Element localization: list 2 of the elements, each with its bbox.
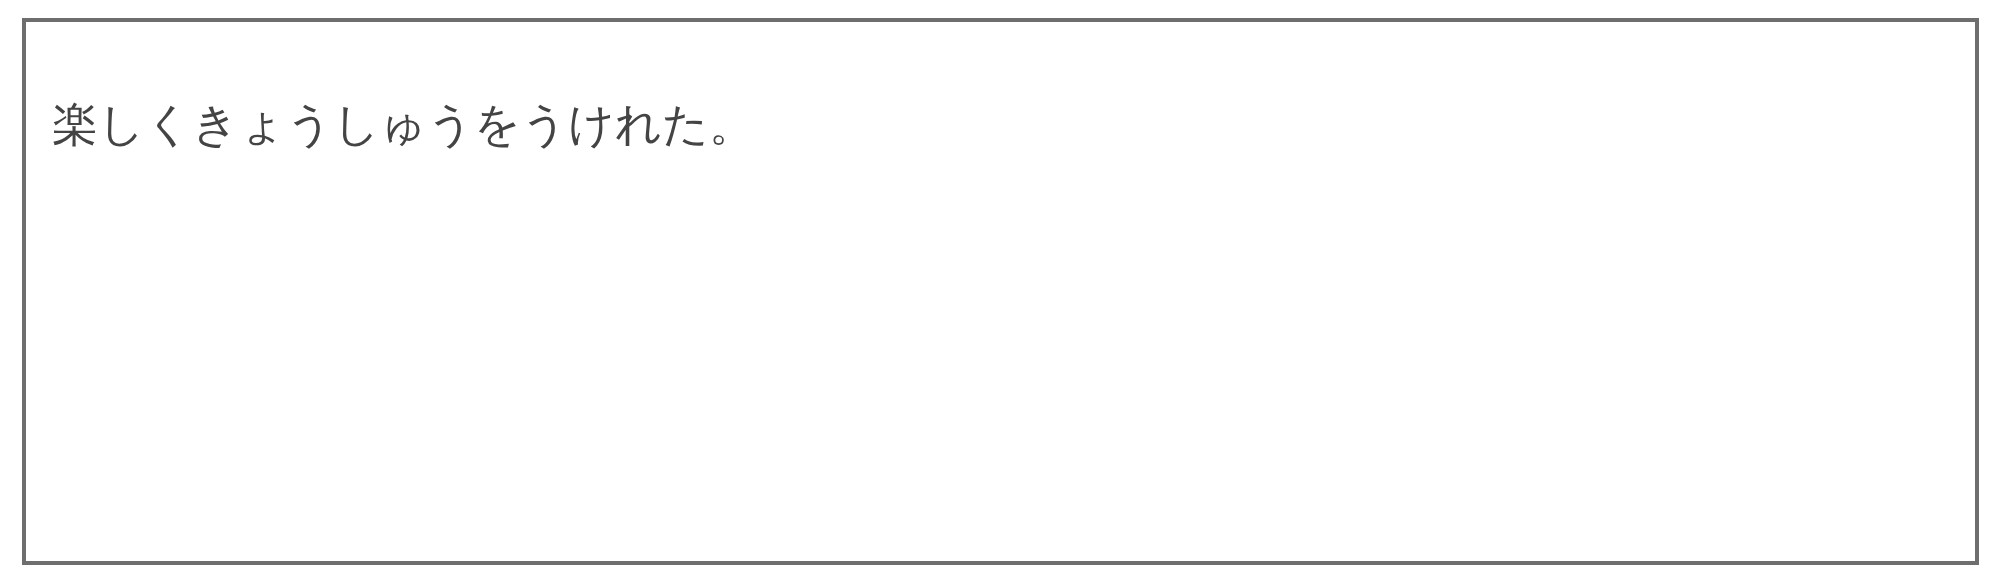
handwritten-comment: 楽しくきょうしゅうをうけれた。 <box>52 96 755 153</box>
comment-box <box>22 18 1979 565</box>
